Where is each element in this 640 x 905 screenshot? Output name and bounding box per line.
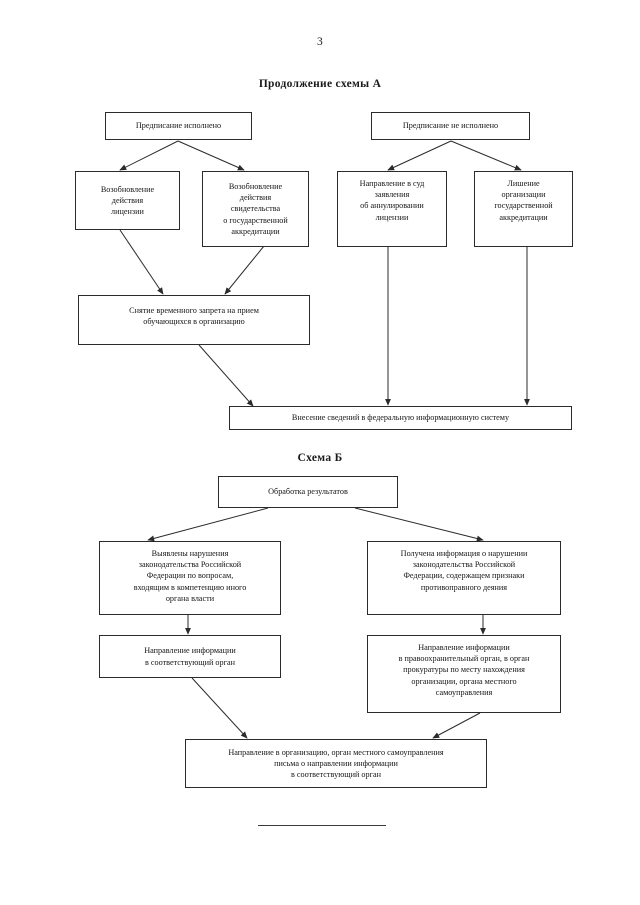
footer-divider [258, 825, 386, 826]
node-send-info-to-law-enforcement[interactable]: Направление информации в правоохранитель… [367, 635, 561, 713]
node-prescription-fulfilled[interactable]: Предписание исполнено [105, 112, 252, 140]
node-violations-detected[interactable]: Выявлены нарушения законодательства Росс… [99, 541, 281, 615]
node-send-info-to-body[interactable]: Направление информации в соответствующий… [99, 635, 281, 678]
node-processing-results[interactable]: Обработка результатов [218, 476, 398, 508]
node-resume-accreditation-certificate[interactable]: Возобновление действия свидетельства о г… [202, 171, 309, 247]
node-deprivation-accreditation[interactable]: Лишение организации государственной аккр… [474, 171, 573, 247]
page-number: 3 [317, 36, 323, 48]
scheme-b-title: Схема Б [297, 452, 343, 464]
node-lift-temporary-ban[interactable]: Снятие временного запрета на прием обуча… [78, 295, 310, 345]
node-send-letter-to-organization[interactable]: Направление в организацию, орган местног… [185, 739, 487, 788]
node-information-received[interactable]: Получена информация о нарушении законода… [367, 541, 561, 615]
scheme-a-title: Продолжение схемы А [258, 78, 382, 90]
node-resume-license[interactable]: Возобновление действия лицензии [75, 171, 180, 230]
node-court-application-license-annulment[interactable]: Направление в суд заявления об аннулиров… [337, 171, 447, 247]
node-prescription-not-fulfilled[interactable]: Предписание не исполнено [371, 112, 530, 140]
node-federal-information-system[interactable]: Внесение сведений в федеральную информац… [229, 406, 572, 430]
